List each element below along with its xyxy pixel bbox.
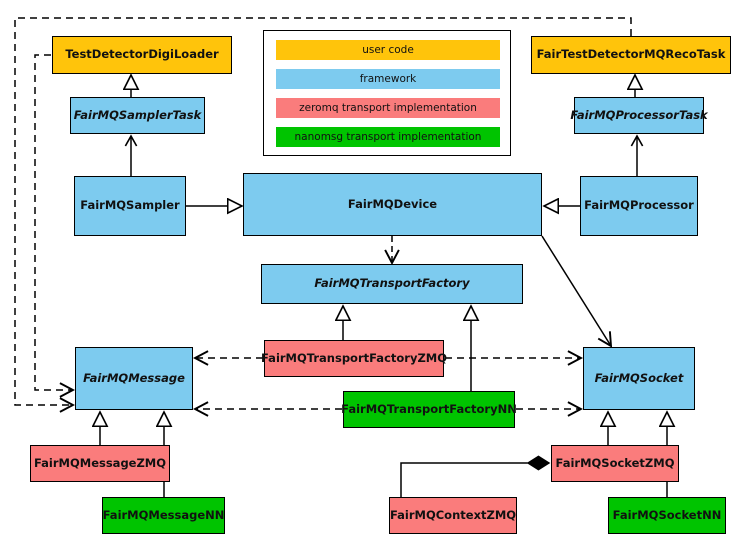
class-label: FairMQSocketZMQ bbox=[555, 455, 675, 470]
class-box-fairmqsamplertask[interactable]: FairMQSamplerTask bbox=[70, 97, 205, 134]
class-box-fairmqsocketzmq[interactable]: FairMQSocketZMQ bbox=[551, 445, 679, 482]
class-label: FairMQProcessorTask bbox=[570, 107, 708, 122]
legend-box: user code framework zeromq transport imp… bbox=[263, 30, 511, 156]
class-label: FairMQTransportFactoryZMQ bbox=[261, 350, 448, 365]
class-box-fairmqtransportfactory[interactable]: FairMQTransportFactory bbox=[261, 264, 523, 304]
class-box-fairmqmessage[interactable]: FairMQMessage bbox=[75, 347, 193, 410]
class-label: FairMQSamplerTask bbox=[73, 107, 202, 122]
class-box-fairmqtransportfactoryzmq[interactable]: FairMQTransportFactoryZMQ bbox=[261, 340, 448, 377]
class-box-fairmqsampler[interactable]: FairMQSampler bbox=[74, 176, 186, 236]
class-box-fairmqmessagenn[interactable]: FairMQMessageNN bbox=[102, 497, 225, 534]
class-label: FairMQMessage bbox=[83, 370, 185, 385]
edge-recotask-to-message bbox=[14, 17, 632, 413]
class-label: FairMQContextZMQ bbox=[389, 507, 517, 522]
class-box-fairmqsocketnn[interactable]: FairMQSocketNN bbox=[608, 497, 726, 534]
class-label: FairMQTransportFactoryNN bbox=[341, 401, 517, 416]
class-box-fairmqcontextzmq[interactable]: FairMQContextZMQ bbox=[389, 497, 517, 534]
legend-item-nanomsg: nanomsg transport implementation bbox=[276, 127, 500, 147]
class-box-fairmqdevice[interactable]: FairMQDevice bbox=[243, 173, 542, 236]
class-label: FairMQSampler bbox=[80, 198, 180, 213]
edge-contextzmq-to-socketzmq bbox=[400, 463, 549, 497]
class-box-fairmqprocessortask[interactable]: FairMQProcessorTask bbox=[570, 97, 708, 134]
class-label: FairMQProcessor bbox=[584, 198, 694, 213]
legend-item-user-code: user code bbox=[276, 40, 500, 60]
class-box-fairmqmessagezmq[interactable]: FairMQMessageZMQ bbox=[30, 445, 170, 482]
class-box-fairtestdetectormqrecotask[interactable]: FairTestDetectorMQRecoTask bbox=[531, 36, 731, 74]
class-label: FairTestDetectorMQRecoTask bbox=[536, 47, 726, 62]
edge-device-to-socket bbox=[541, 235, 613, 348]
class-label: FairMQSocket bbox=[594, 370, 684, 385]
class-box-fairmqprocessor[interactable]: FairMQProcessor bbox=[580, 176, 698, 236]
class-label: FairMQDevice bbox=[347, 196, 438, 211]
edge-digiloader-to-message bbox=[34, 54, 76, 398]
class-label: TestDetectorDigiLoader bbox=[65, 47, 219, 62]
class-label: FairMQSocketNN bbox=[612, 507, 722, 522]
class-label: FairMQTransportFactory bbox=[314, 276, 470, 291]
legend-item-framework: framework bbox=[276, 69, 500, 89]
class-box-testdetectordigiloader[interactable]: TestDetectorDigiLoader bbox=[52, 36, 232, 74]
class-label: FairMQMessageZMQ bbox=[33, 455, 167, 470]
class-box-fairmqtransportfactorynn[interactable]: FairMQTransportFactoryNN bbox=[341, 391, 517, 428]
class-box-fairmqsocket[interactable]: FairMQSocket bbox=[583, 347, 695, 410]
class-label: FairMQMessageNN bbox=[102, 507, 225, 522]
legend-item-zeromq: zeromq transport implementation bbox=[276, 98, 500, 118]
